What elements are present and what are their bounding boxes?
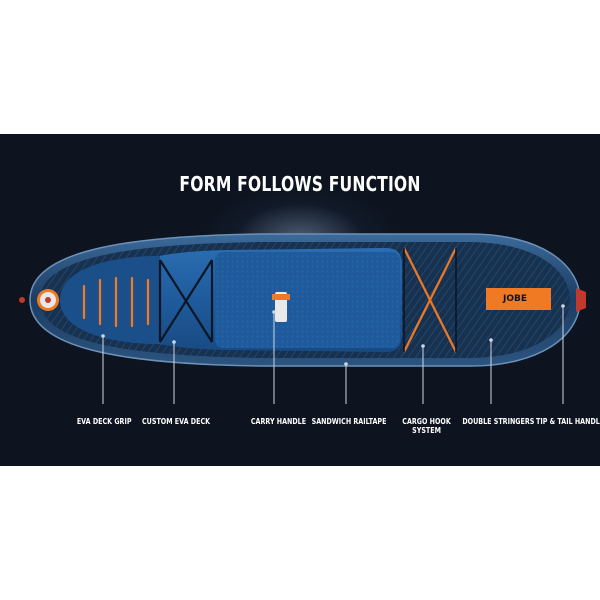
callout-cargo-hook-line2: SYSTEM	[412, 426, 441, 435]
tail-handle	[576, 288, 586, 312]
callout-sandwich-railtape: SANDWICH RAILTAPE	[311, 417, 387, 426]
callout-eva-deck-grip: EVA DECK GRIP	[76, 417, 132, 426]
rear-cargo-hook-system	[403, 247, 457, 353]
brand-badge	[486, 288, 551, 310]
callout-custom-eva-deck: CUSTOM EVA DECK	[142, 417, 211, 426]
sup-board-illustration	[19, 233, 586, 404]
brand-logo-text: JOBE	[503, 294, 528, 304]
eva-deck-grip	[215, 252, 400, 348]
product-banner: FORM FOLLOWS FUNCTION	[0, 134, 600, 466]
callout-cargo-hook-system: CARGO HOOK SYSTEM	[402, 417, 451, 435]
callout-carry-handle: CARRY HANDLE	[250, 417, 307, 426]
headline: FORM FOLLOWS FUNCTION	[179, 172, 421, 196]
callout-double-stringers: DOUBLE STRINGERS	[462, 417, 535, 426]
kicktail-pad	[60, 256, 160, 344]
callout-tip-tail-handle: TIP & TAIL HANDLE	[536, 417, 600, 426]
front-bungee-strips	[82, 276, 150, 328]
callout-cargo-hook-line1: CARGO HOOK	[402, 417, 451, 426]
front-cargo-hook-system	[158, 259, 214, 343]
